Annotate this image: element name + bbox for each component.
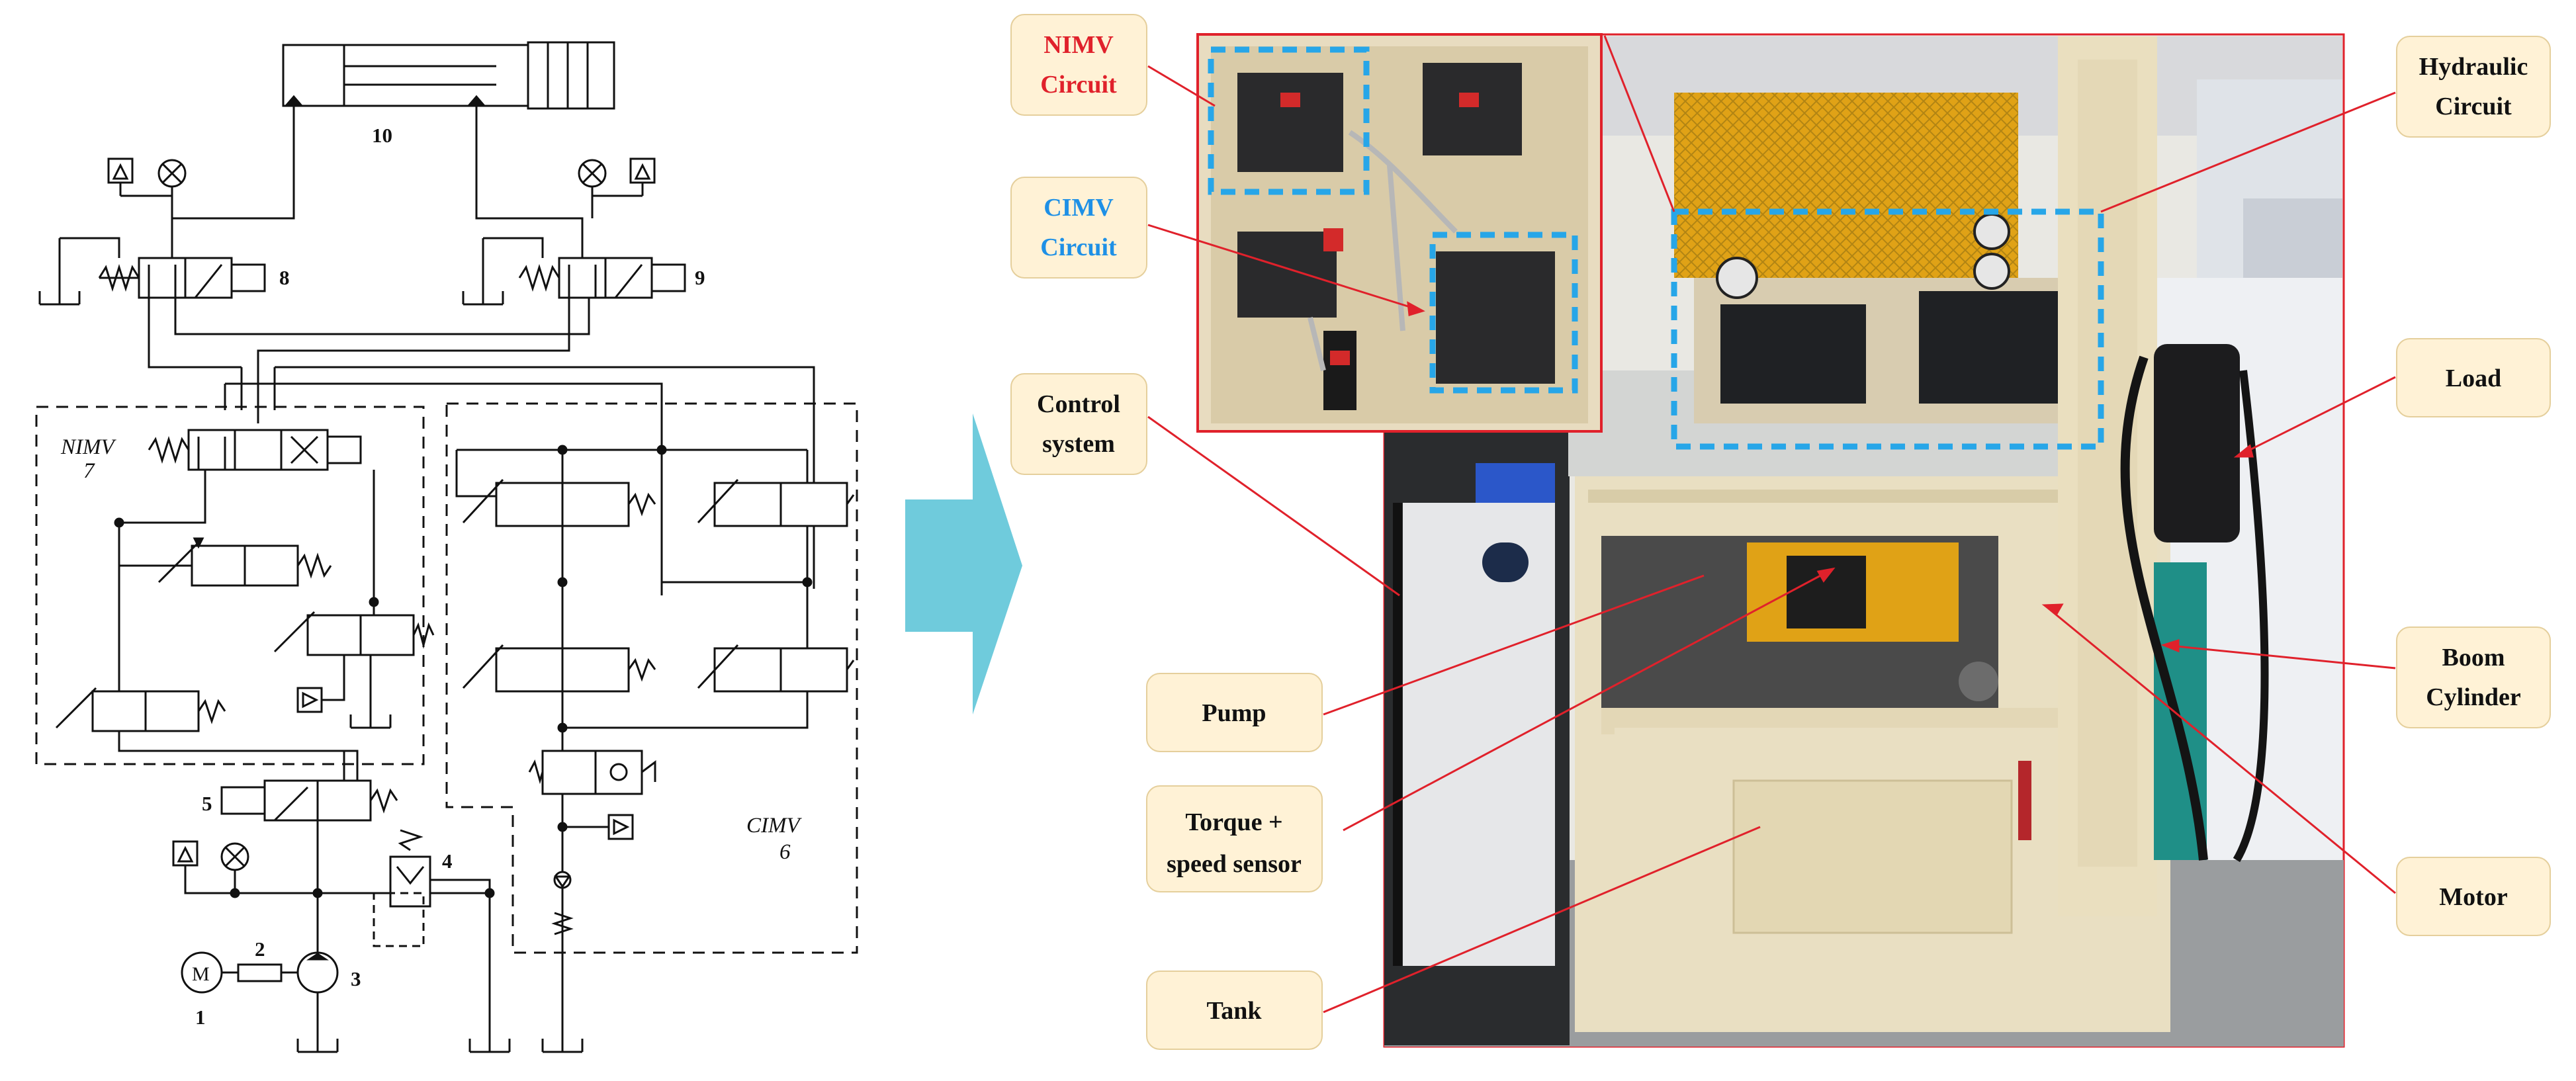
gauge-symbols-top [107, 157, 656, 218]
motor-m-symbol: M [192, 963, 210, 985]
callout-boom-label-2: Cylinder [2426, 683, 2521, 711]
valve-5 [220, 779, 398, 822]
highlight-boxes [1208, 46, 2104, 450]
callout-pump-label: Pump [1202, 699, 1266, 727]
valve-9 [462, 237, 686, 306]
callout-torque-label-1: Torque + [1185, 808, 1282, 836]
label-3: 3 [351, 967, 361, 990]
right-arrow-icon [905, 413, 1022, 714]
callout-nimv-label-2: Circuit [1040, 71, 1117, 99]
callout-tank-label: Tank [1206, 997, 1262, 1025]
callout-control-label-1: Control [1037, 390, 1120, 418]
label-8: 8 [279, 266, 290, 289]
gauge-symbols-bottom [172, 840, 249, 894]
callout-boom-label-1: Boom [2442, 644, 2505, 671]
callout-hydraulic-circuit: Hydraulic Circuit [2396, 36, 2551, 138]
callout-cimv-label-1: CIMV [1044, 194, 1114, 222]
callout-load: Load [2396, 338, 2551, 417]
leader-lines [1147, 35, 2396, 1014]
boom-cylinder-symbol [282, 41, 615, 110]
label-4: 4 [442, 849, 453, 873]
cimv-box-number: 6 [779, 840, 791, 864]
cimv-valves [455, 445, 855, 1053]
callout-nimv-label-1: NIMV [1044, 31, 1114, 59]
label-1: 1 [195, 1006, 206, 1029]
nimv-box-number: 7 [83, 459, 95, 483]
label-5: 5 [202, 792, 212, 815]
callout-nimv-circuit: NIMV Circuit [1010, 14, 1147, 116]
callout-tank: Tank [1146, 971, 1323, 1050]
cimv-box-label: CIMV [746, 814, 802, 838]
callout-pump: Pump [1146, 673, 1323, 752]
callout-hydraulic-label-1: Hydraulic [2419, 53, 2528, 81]
callout-motor-label: Motor [2439, 883, 2508, 911]
callout-control-system: Control system [1010, 373, 1147, 475]
hydraulic-schematic: 10 [35, 41, 858, 1053]
label-10: 10 [372, 124, 392, 147]
callout-motor: Motor [2396, 857, 2551, 936]
callout-torque-label-2: speed sensor [1167, 850, 1302, 878]
callout-load-label: Load [2446, 365, 2501, 392]
callout-control-label-2: system [1042, 430, 1115, 458]
relief-valve-4 [373, 829, 511, 1053]
callout-cimv-label-2: Circuit [1040, 234, 1117, 261]
nimv-main-valve [148, 429, 362, 471]
pump-motor-symbols [181, 893, 339, 1053]
callout-cimv-circuit: CIMV Circuit [1010, 177, 1147, 279]
label-9: 9 [695, 266, 705, 289]
callout-hydraulic-label-2: Circuit [2435, 93, 2512, 120]
valve-8 [38, 237, 266, 306]
callout-torque-sensor: Torque + speed sensor [1146, 785, 1323, 892]
nimv-sub-valves [55, 470, 435, 781]
callout-boom-cylinder: Boom Cylinder [2396, 627, 2551, 728]
label-2: 2 [255, 937, 265, 961]
nimv-box-label: NIMV [60, 435, 116, 459]
